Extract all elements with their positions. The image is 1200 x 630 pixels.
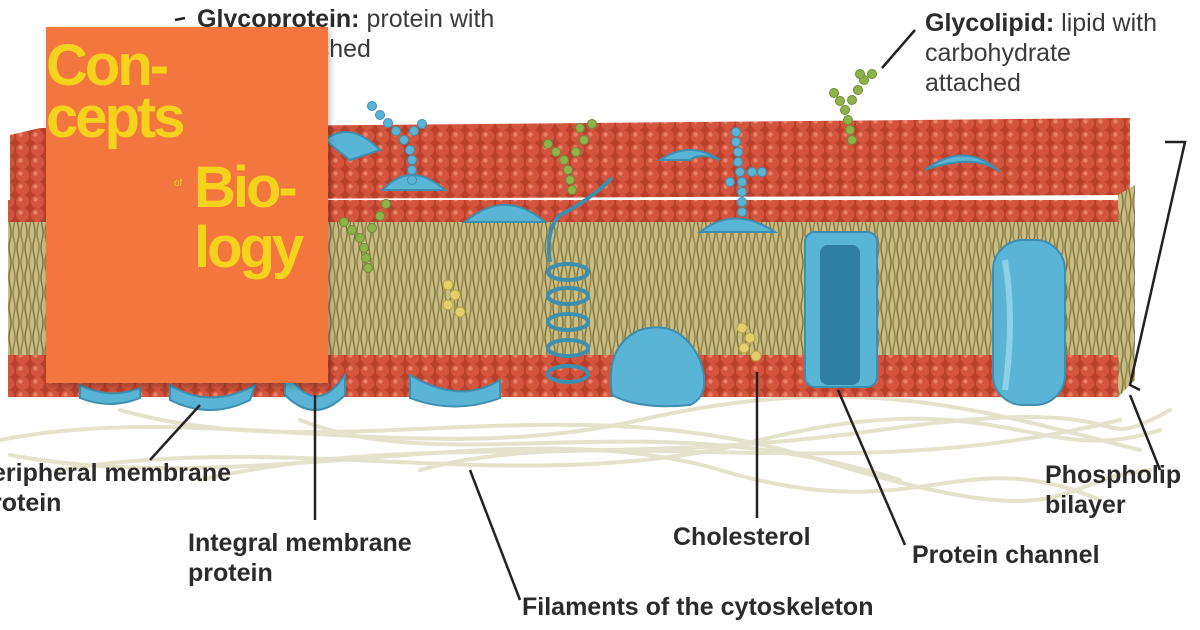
surface-proteins	[323, 131, 1001, 233]
glycolipid-title: Glycolipid:	[925, 9, 1055, 37]
cholesterol-label: Cholesterol	[673, 523, 811, 551]
cytoskeleton-label: Filaments of the cytoskeleton	[522, 593, 874, 621]
glycoprotein-desc-1: protein with	[366, 5, 495, 33]
cover-title-line-3: Bio-	[194, 155, 298, 220]
peripheral-protein-lower	[609, 326, 706, 408]
cover-title-of: of	[174, 178, 183, 189]
protein-channel-label: Protein channel	[912, 541, 1100, 569]
book-cover: Con- cepts of Bio- logy	[46, 27, 328, 383]
cytoskeleton-filaments	[0, 394, 1172, 503]
cholesterol-molecules	[442, 279, 762, 362]
lower-left-proteins	[79, 366, 501, 411]
transmembrane-helix	[546, 176, 614, 384]
integral-protein-label: Integral membrane protein	[188, 528, 412, 588]
bilayer-line-2: bilayer	[1045, 491, 1126, 519]
peripheral-protein-label: eripheral membrane rotein	[0, 458, 231, 518]
glycoprotein-chains	[367, 101, 767, 217]
leader-lines	[149, 16, 1187, 601]
protein-channel	[804, 231, 878, 388]
integral-line-1: Integral membrane	[188, 529, 412, 557]
glycolipid-label: Glycolipid: lipid with carbohydrate atta…	[925, 8, 1157, 98]
bilayer-line-1: Phospholip	[1045, 461, 1182, 489]
cover-title-line-1: Con-	[46, 33, 169, 98]
glycolipid-desc-2: carbohydrate	[925, 39, 1071, 67]
peripheral-line-2: rotein	[0, 489, 62, 517]
glycoprotein-label: Glycoprotein: protein with rate attached	[197, 4, 494, 64]
phospholipid-bilayer-label: Phospholip bilayer	[1045, 460, 1181, 520]
integral-protein-right	[992, 239, 1066, 406]
cover-title-line-4: logy	[194, 215, 304, 280]
glycolipid-desc-1: lipid with	[1061, 9, 1158, 37]
glycolipid-desc-3: attached	[925, 69, 1021, 97]
cover-title-line-2: cepts	[46, 85, 186, 150]
peripheral-line-1: eripheral membrane	[0, 459, 231, 487]
integral-line-2: protein	[188, 559, 273, 587]
glycolipid-chains	[339, 69, 877, 273]
